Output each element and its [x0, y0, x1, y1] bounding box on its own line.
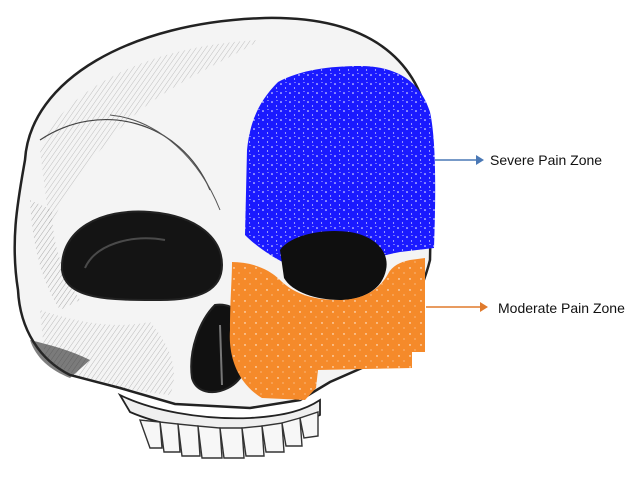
arrow-moderate — [426, 302, 488, 312]
arrow-severe — [435, 155, 484, 165]
severe-pain-zone-label: Severe Pain Zone — [490, 152, 602, 168]
left-orbit — [62, 212, 222, 300]
moderate-pain-zone-label: Moderate Pain Zone — [498, 300, 625, 316]
